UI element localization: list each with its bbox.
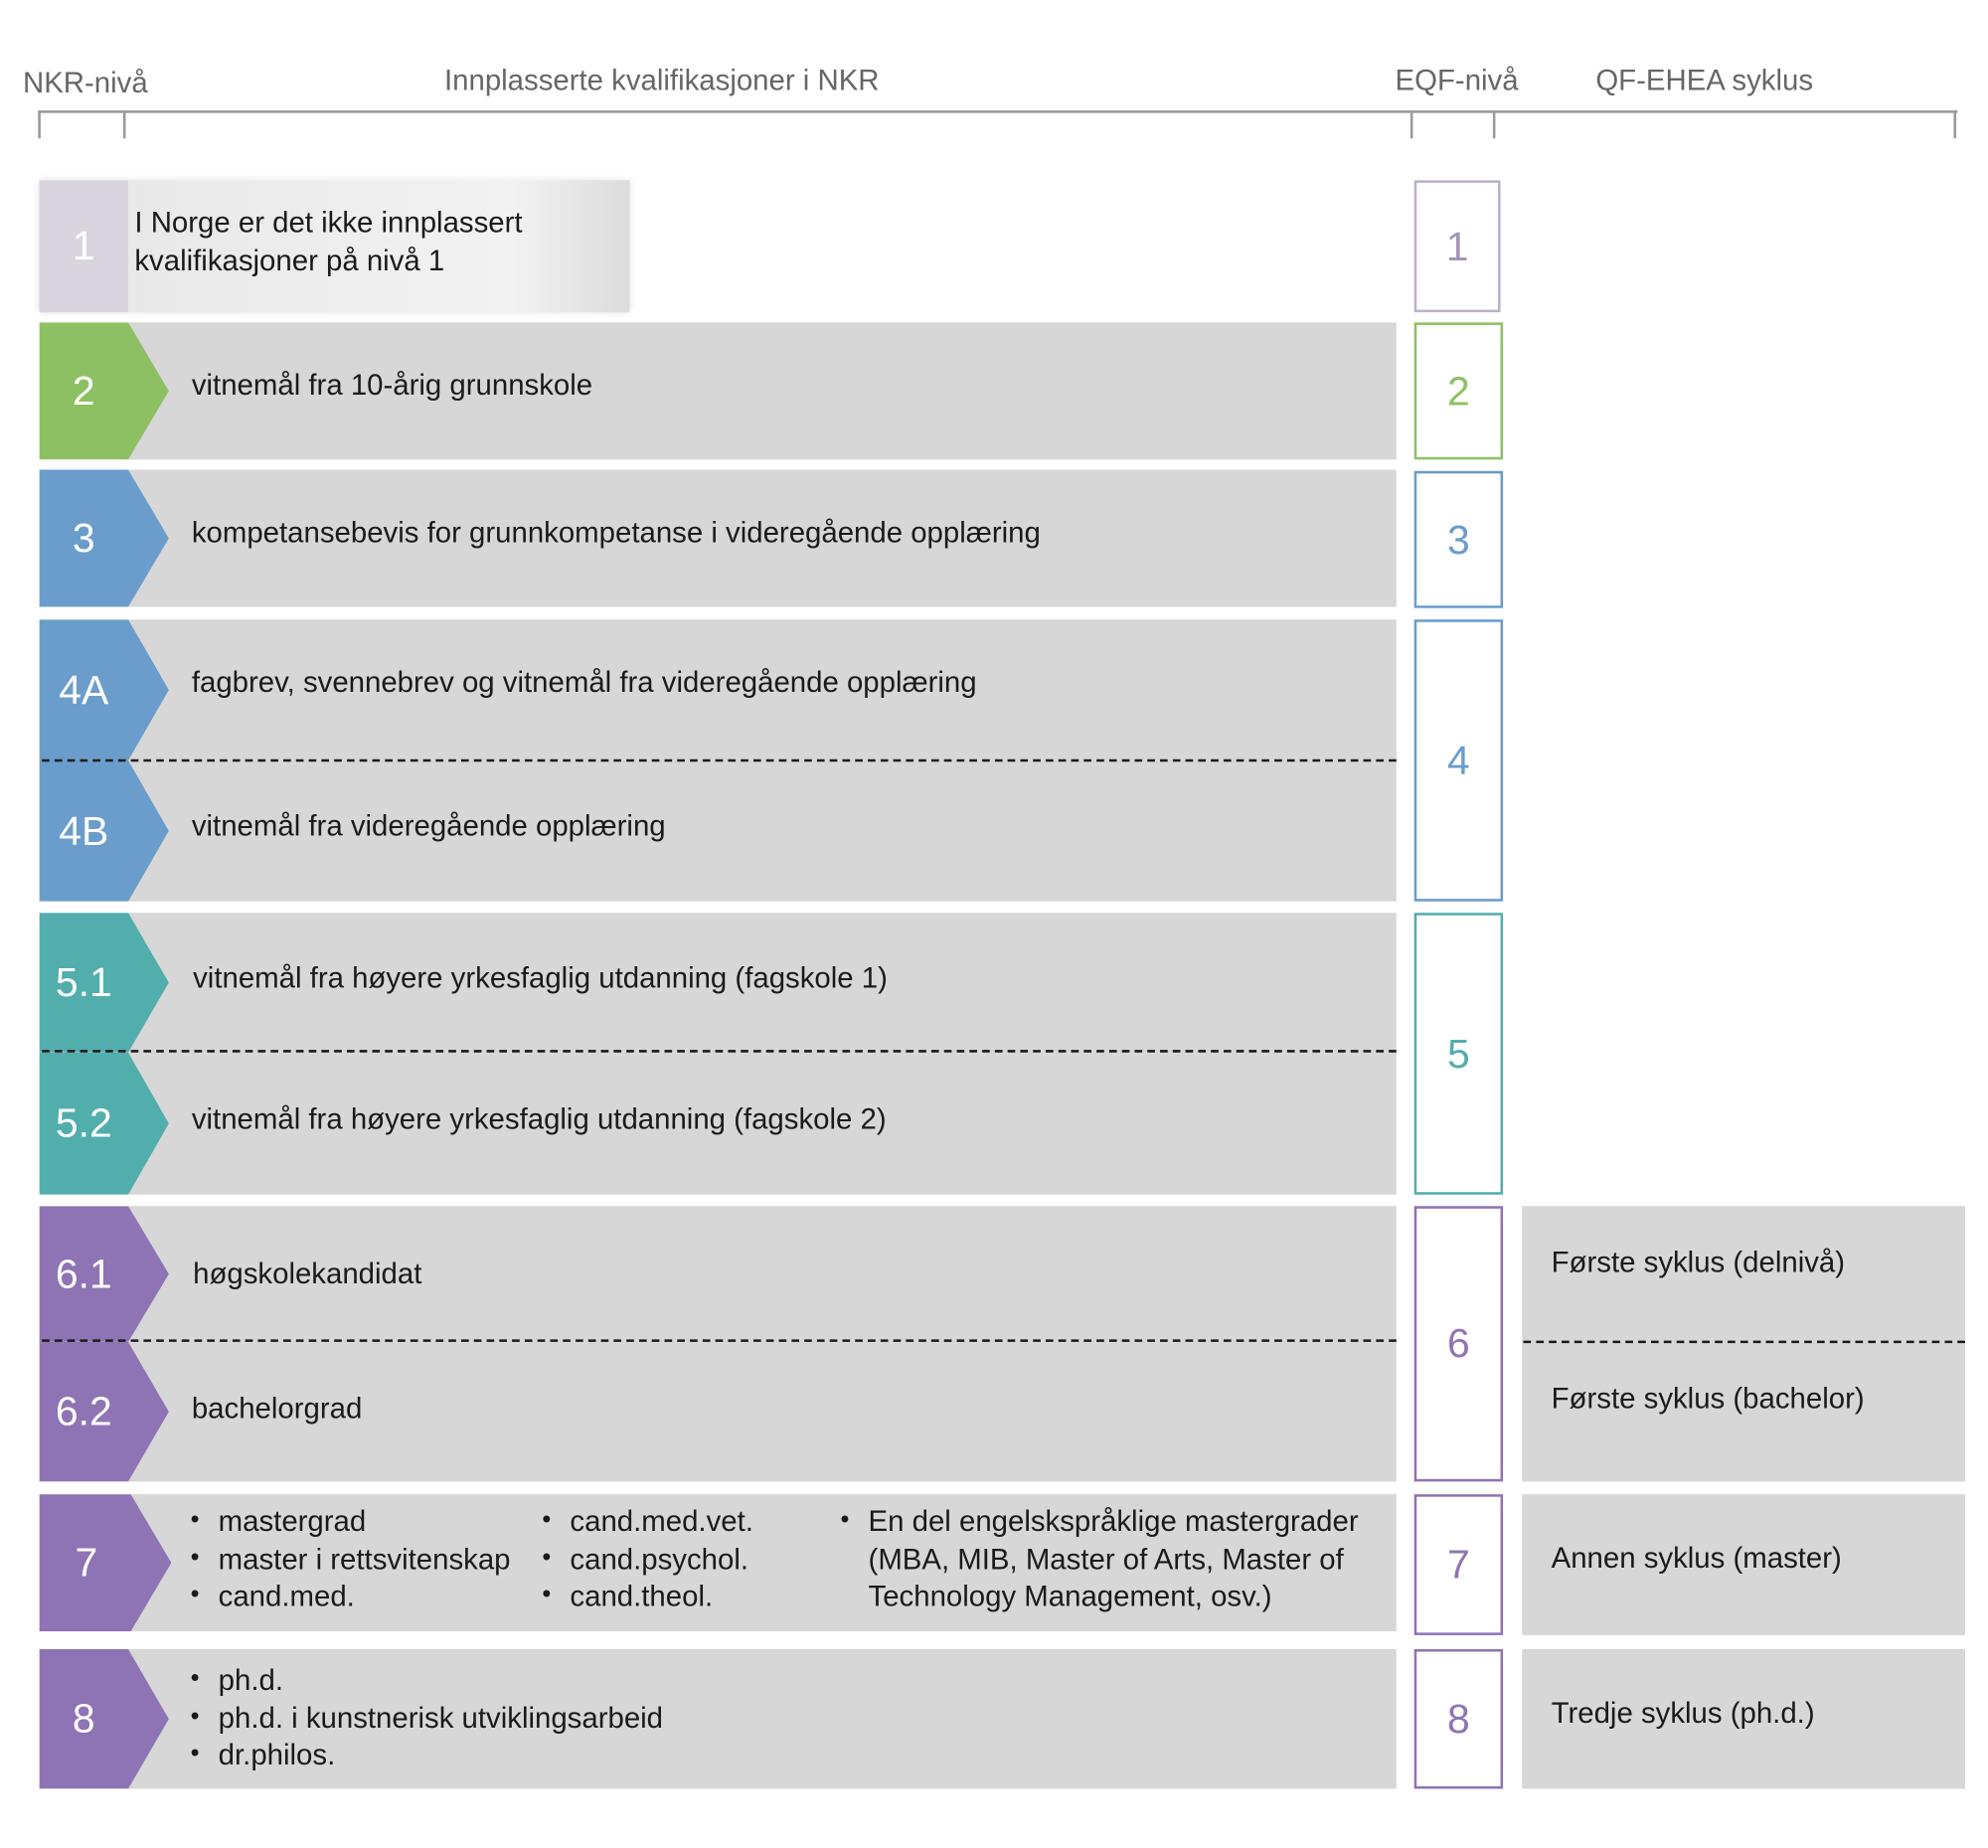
level-51-label: 5.1	[55, 958, 112, 1005]
level-4a-label: 4A	[59, 666, 109, 713]
level-1-text-line: kvalifikasjoner på nivå 1	[134, 244, 445, 277]
level-1-label: 1	[72, 223, 95, 269]
divider-cycle-6	[1523, 1340, 1965, 1344]
bracket-tick	[1492, 110, 1496, 139]
list-item: ph.d.	[191, 1660, 663, 1700]
list-item: master i rettsvitenskap	[191, 1540, 511, 1579]
level-61-label: 6.1	[55, 1250, 112, 1296]
level-51-text: vitnemål fra høyere yrkesfaglig utdannin…	[193, 960, 888, 994]
level-5-band	[39, 913, 1397, 1195]
level-7-label: 7	[75, 1539, 98, 1586]
cycle-8-band	[1522, 1648, 1965, 1789]
level-3-band	[39, 469, 1397, 607]
divider-61-62	[42, 1339, 1397, 1342]
level-2-band	[39, 322, 1397, 460]
eqf-level-6: 6	[1413, 1206, 1504, 1482]
eqf-level-7: 7	[1413, 1494, 1504, 1635]
header-qf-ehea-cycle: QF-EHEA syklus	[1595, 63, 1814, 97]
level-1-band	[39, 180, 630, 313]
cycle-7-band	[1522, 1494, 1965, 1635]
level-62-label: 6.2	[55, 1388, 112, 1434]
header-bracket-right	[1411, 110, 1958, 141]
cycle-61-text: Første syklus (delnivå)	[1551, 1245, 1846, 1279]
level-4b-text: vitnemål fra videregående opplæring	[191, 808, 666, 842]
level-4a-text: fagbrev, svennebrev og vitnemål fra vide…	[191, 665, 977, 699]
level-52-label: 5.2	[55, 1099, 112, 1146]
eqf-level-8: 8	[1413, 1648, 1504, 1789]
bracket-tick	[1953, 110, 1957, 139]
divider-4a-4b	[42, 758, 1397, 762]
eqf-level-4: 4	[1413, 619, 1504, 902]
level-2-label: 2	[72, 367, 95, 414]
level-3-text: kompetansebevis for grunnkompetanse i vi…	[191, 515, 1041, 549]
header-eqf-level: EQF-nivå	[1395, 63, 1519, 97]
list-item-line: (MBA, MIB, Master of Arts, Master of	[868, 1542, 1344, 1576]
list-item: cand.med.vet.	[542, 1502, 753, 1541]
eqf-level-2: 2	[1413, 322, 1504, 460]
bracket-tick	[38, 110, 41, 139]
bracket-tick	[1409, 110, 1413, 139]
level-1-marker: 1	[39, 180, 128, 313]
list-item: mastergrad	[191, 1502, 511, 1541]
level-8-list: ph.d. ph.d. i kunstnerisk utviklingsarbe…	[191, 1660, 663, 1774]
level-7-list-col1: mastergrad master i rettsvitenskap cand.…	[191, 1502, 511, 1615]
list-item: En del engelskspråklige mastergrader (MB…	[840, 1502, 1359, 1615]
level-6-band	[39, 1206, 1397, 1482]
list-item-line: Technology Management, osv.)	[868, 1579, 1272, 1612]
header-nkr-level: NKR-nivå	[22, 66, 148, 99]
eqf-level-5: 5	[1413, 913, 1504, 1195]
divider-51-52	[42, 1050, 1397, 1053]
level-62-text: bachelorgrad	[191, 1391, 363, 1425]
level-7-list-col3: En del engelskspråklige mastergrader (MB…	[840, 1502, 1359, 1615]
cycle-7-text: Annen syklus (master)	[1551, 1541, 1842, 1575]
list-item-line: En del engelskspråklige mastergrader	[868, 1504, 1359, 1538]
bracket-tick	[122, 110, 126, 139]
cycle-6-band	[1522, 1206, 1965, 1482]
list-item: cand.med.	[191, 1577, 511, 1615]
eqf-level-3: 3	[1413, 470, 1504, 608]
level-3-label: 3	[72, 514, 95, 561]
list-item: dr.philos.	[191, 1736, 663, 1774]
eqf-level-1: 1	[1413, 180, 1501, 313]
level-2-text: vitnemål fra 10-årig grunnskole	[191, 368, 593, 402]
level-61-text: høgskolekandidat	[193, 1257, 422, 1290]
level-52-text: vitnemål fra høyere yrkesfaglig utdannin…	[191, 1101, 887, 1135]
list-item: cand.psychol.	[542, 1540, 753, 1579]
level-1-text: I Norge er det ikke innplassert kvalifik…	[134, 203, 522, 279]
level-4b-label: 4B	[59, 807, 109, 854]
header-qualifications: Innplasserte kvalifikasjoner i NKR	[443, 63, 880, 97]
header-bracket-left	[38, 110, 1412, 141]
cycle-62-text: Første syklus (bachelor)	[1551, 1381, 1865, 1415]
level-1-text-line: I Norge er det ikke innplassert	[134, 205, 523, 240]
level-7-list-col2: cand.med.vet. cand.psychol. cand.theol.	[542, 1502, 753, 1615]
cycle-8-text: Tredje syklus (ph.d.)	[1551, 1696, 1815, 1730]
list-item: cand.theol.	[542, 1577, 753, 1615]
list-item: ph.d. i kunstnerisk utviklingsarbeid	[191, 1698, 663, 1737]
level-8-label: 8	[72, 1695, 95, 1742]
